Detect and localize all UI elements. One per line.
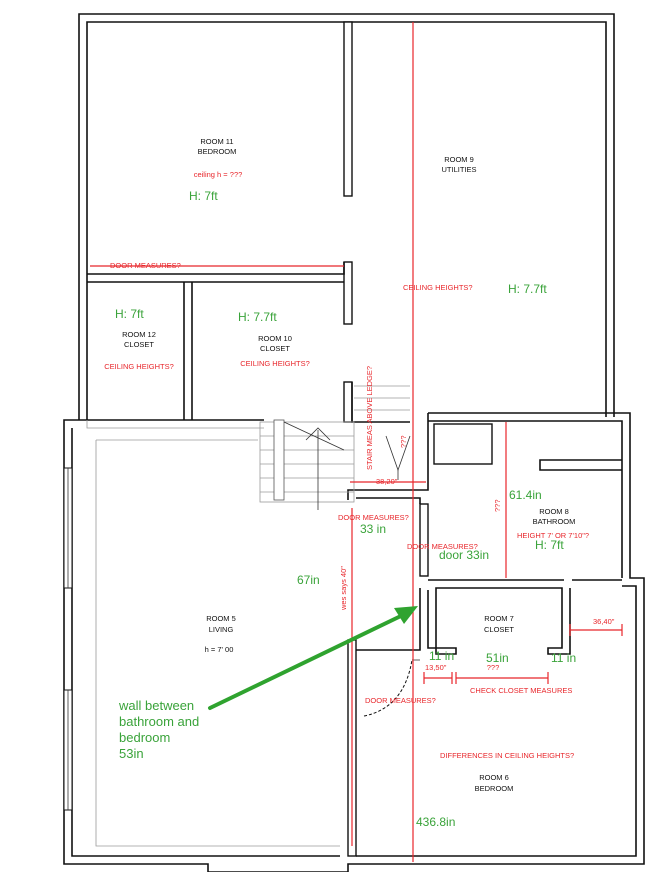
note-door-measures-4: DOOR MEASURES? bbox=[365, 696, 436, 705]
room12-type: CLOSET bbox=[124, 340, 154, 349]
note-door-measures-2: DOOR MEASURES? bbox=[338, 513, 409, 522]
note-stair-q: ??? bbox=[399, 435, 408, 448]
room11-type: BEDROOM bbox=[198, 147, 237, 156]
staircase bbox=[259, 385, 411, 510]
green-wall-note-1: wall between bbox=[118, 698, 194, 713]
interior-walls bbox=[86, 21, 622, 857]
green-h7-room8: H: 7ft bbox=[535, 538, 564, 552]
room10-type: CLOSET bbox=[260, 344, 290, 353]
note-ceiling-heights-12: CEILING HEIGHTS? bbox=[104, 362, 174, 371]
note-wes-says: wes says 40" bbox=[339, 566, 348, 611]
room7-name: ROOM 7 bbox=[484, 614, 514, 623]
room5-type: LIVING bbox=[209, 625, 234, 634]
green-11in-left: 11 in bbox=[429, 649, 454, 663]
room5-name: ROOM 5 bbox=[206, 614, 236, 623]
green-h77-room10: H: 7.7ft bbox=[238, 310, 277, 324]
room6-type: BEDROOM bbox=[475, 784, 514, 793]
note-door-measures-1: DOOR MEASURES? bbox=[110, 261, 181, 270]
green-h7-room11: H: 7ft bbox=[189, 189, 218, 203]
note-bath-q: ??? bbox=[493, 499, 502, 512]
note-closet-q: ??? bbox=[487, 663, 500, 672]
green-4368in: 436.8in bbox=[416, 815, 455, 829]
room5-height: h = 7' 00 bbox=[205, 645, 234, 654]
room6-name: ROOM 6 bbox=[479, 773, 509, 782]
green-notes: H: 7ft H: 7.7ft H: 7ft H: 7.7ft 33 in 61… bbox=[115, 189, 576, 829]
red-dimension-lines bbox=[90, 22, 623, 862]
green-wall-note-3: bedroom bbox=[119, 730, 170, 745]
room8-name: ROOM 8 bbox=[539, 507, 569, 516]
green-614in: 61.4in bbox=[509, 488, 542, 502]
green-67in: 67in bbox=[297, 573, 320, 587]
green-arrow bbox=[208, 606, 418, 710]
note-stair-width: 38,20" bbox=[376, 477, 398, 486]
green-51in: 51in bbox=[486, 651, 509, 665]
note-ceiling-h: ceiling h = ??? bbox=[194, 170, 243, 179]
note-door-measures-3: DOOR MEASURES? bbox=[407, 542, 478, 551]
green-door33: door 33in bbox=[439, 548, 489, 562]
note-check-closet: CHECK CLOSET MEASURES bbox=[470, 686, 572, 695]
note-dim-1350: 13,50" bbox=[425, 663, 447, 672]
note-ceiling-heights-10: CEILING HEIGHTS? bbox=[240, 359, 310, 368]
room11-name: ROOM 11 bbox=[200, 137, 233, 146]
room9-type: UTILITIES bbox=[441, 165, 476, 174]
note-diff-ceiling: DIFFERENCES IN CEILING HEIGHTS? bbox=[440, 751, 574, 760]
room8-type: BATHROOM bbox=[533, 517, 576, 526]
note-ceiling-heights-9: CEILING HEIGHTS? bbox=[403, 283, 473, 292]
room7-type: CLOSET bbox=[484, 625, 514, 634]
room12-name: ROOM 12 bbox=[122, 330, 156, 339]
note-dim-3640: 36,40" bbox=[593, 617, 615, 626]
room10-name: ROOM 10 bbox=[258, 334, 292, 343]
note-stair-meas: STAIR MEAS ABOVE LEDGE? bbox=[365, 366, 374, 470]
green-11in-right: 11 in bbox=[551, 651, 576, 665]
note-bath-height: HEIGHT 7' OR 7'10"? bbox=[517, 531, 589, 540]
left-windows bbox=[63, 467, 73, 811]
green-33in: 33 in bbox=[360, 522, 386, 536]
room-labels: ROOM 11 BEDROOM ROOM 9 UTILITIES ROOM 12… bbox=[122, 137, 575, 793]
green-wall-note-2: bathroom and bbox=[119, 714, 199, 729]
red-notes: ceiling h = ??? DOOR MEASURES? CEILING H… bbox=[104, 170, 615, 760]
room9-name: ROOM 9 bbox=[444, 155, 474, 164]
green-wall-note-4: 53in bbox=[119, 746, 144, 761]
green-h7-room12: H: 7ft bbox=[115, 307, 144, 321]
green-h77-room9: H: 7.7ft bbox=[508, 282, 547, 296]
